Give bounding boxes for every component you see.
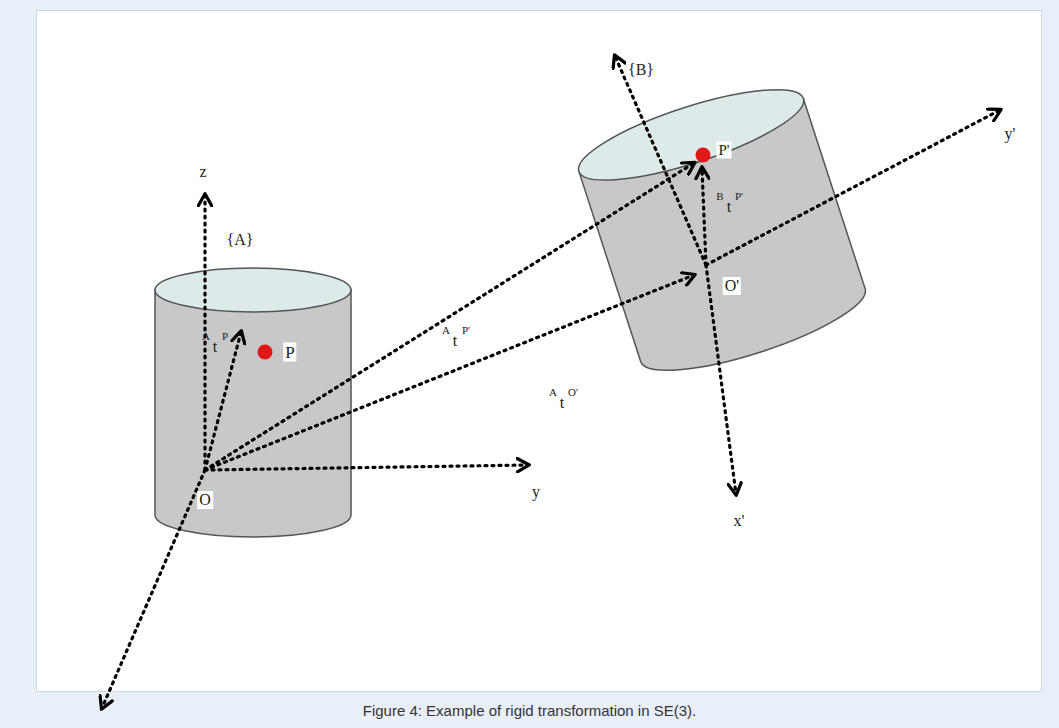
point-label: P bbox=[283, 343, 296, 362]
axis-label: y bbox=[530, 483, 542, 501]
axis-label: z bbox=[197, 163, 208, 181]
vector-label: A bbox=[200, 330, 212, 343]
vector-label: t bbox=[451, 332, 459, 350]
vector-label: P' bbox=[733, 190, 745, 203]
origin-label: O' bbox=[723, 277, 741, 295]
cylinder-b bbox=[570, 72, 874, 388]
point-p-prime bbox=[696, 148, 711, 163]
frame-label: {A} bbox=[225, 231, 256, 249]
vector-label: A bbox=[440, 324, 452, 337]
vector-label: P' bbox=[460, 324, 472, 337]
origin-label: O bbox=[197, 491, 213, 509]
vector-label: P bbox=[220, 330, 230, 343]
vector-label: t bbox=[211, 338, 219, 356]
point-label: P' bbox=[716, 142, 731, 159]
frame-label: {B} bbox=[626, 61, 656, 79]
vector-label: A bbox=[547, 386, 559, 399]
point-p bbox=[258, 345, 273, 360]
vector-label: O' bbox=[566, 386, 580, 399]
axis-label: y' bbox=[1003, 125, 1018, 143]
vector-label: t bbox=[558, 394, 566, 412]
dotted-vectors bbox=[102, 56, 1000, 708]
axis-label: x' bbox=[732, 512, 747, 530]
vector-label: B bbox=[714, 190, 725, 203]
cylinder-a bbox=[155, 268, 351, 537]
vector-label: t bbox=[725, 198, 733, 216]
figure-caption: Figure 4: Example of rigid transformatio… bbox=[0, 702, 1059, 719]
